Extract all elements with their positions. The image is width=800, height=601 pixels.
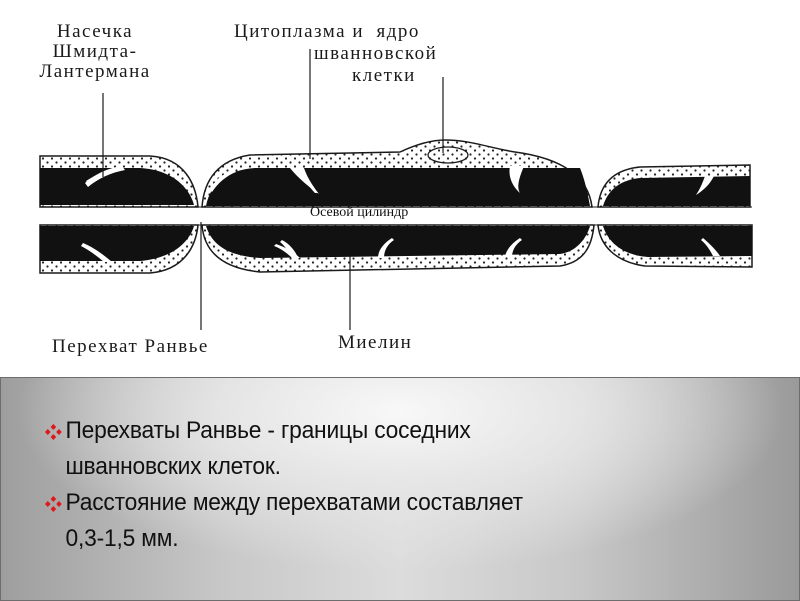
label-node-of-ranvier: Перехват Ранвье [52, 336, 209, 357]
bullet-text-line2: 0,3-1,5 мм. [65, 525, 179, 552]
label-axon: Осевой цилиндр [310, 205, 409, 220]
label-cytoplasm-nucleus-line2: шванновской [314, 43, 438, 64]
nerve-fiber-illustration [39, 49, 753, 330]
bullet-list: Перехваты Ранвье - границы соседних шван… [45, 413, 765, 557]
bullet-item: Перехваты Ранвье - границы соседних шван… [45, 413, 715, 485]
label-cytoplasm-nucleus-line3: клетки [352, 65, 416, 86]
red-diamond-cluster-icon [45, 496, 62, 512]
red-diamond-cluster-icon [45, 424, 62, 440]
bullet-text-line1: Расстояние между перехватами составляет [65, 489, 523, 516]
label-schmidt-lanterman-incisure: Насечка Шмидта- Лантермана [39, 21, 151, 82]
bullet-text-line2: шванновских клеток. [65, 453, 281, 480]
nerve-fiber-diagram: Насечка Шмидта- Лантермана Цитоплазма и … [39, 21, 753, 357]
label-cytoplasm-nucleus-line1: Цитоплазма и ядро [234, 21, 420, 42]
text-panel: Перехваты Ранвье - границы соседних шван… [0, 377, 800, 601]
bullet-text-line1: Перехваты Ранвье - границы соседних [65, 417, 471, 444]
label-myelin: Миелин [338, 332, 413, 353]
bullet-item: Расстояние между перехватами составляет … [45, 485, 715, 557]
